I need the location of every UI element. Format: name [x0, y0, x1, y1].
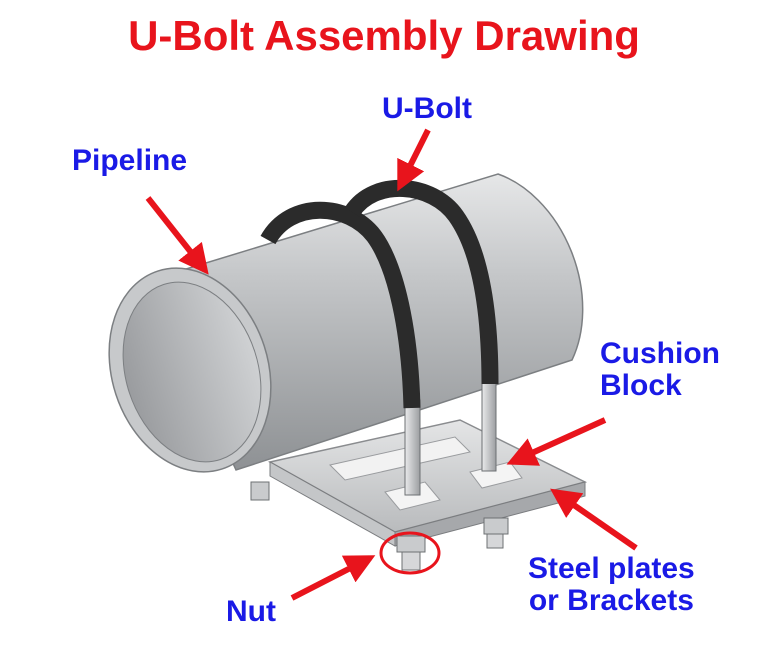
- arrow-steel-plates: [550, 488, 638, 551]
- nut-highlight-circle: [379, 531, 441, 575]
- label-steel-line2: or Brackets: [528, 583, 694, 617]
- diagram-title: U-Bolt Assembly Drawing: [128, 12, 640, 59]
- label-steel-line1: Steel plates: [528, 552, 695, 585]
- cushion-blocks: [329, 436, 523, 511]
- callout-arrows: [145, 128, 638, 601]
- label-u-bolt: U-Bolt: [382, 92, 472, 125]
- arrow-u-bolt: [397, 128, 431, 192]
- rear-nut-left: [250, 481, 270, 501]
- arrow-cushion-block: [506, 417, 607, 466]
- label-cushion-line2: Block: [600, 368, 682, 402]
- arrow-pipeline: [145, 196, 209, 275]
- label-cushion-block: Cushion Block: [600, 338, 720, 401]
- arrow-nut: [290, 555, 376, 601]
- u-bolt: [260, 180, 499, 409]
- label-steel-plates: Steel plates or Brackets: [528, 553, 695, 616]
- label-nut: Nut: [226, 595, 276, 628]
- label-cushion-line1: Cushion: [600, 337, 720, 370]
- u-bolt-rods: [404, 375, 497, 496]
- steel-plate: [267, 419, 588, 547]
- label-pipeline: Pipeline: [72, 144, 188, 177]
- bottom-nuts: [396, 517, 509, 571]
